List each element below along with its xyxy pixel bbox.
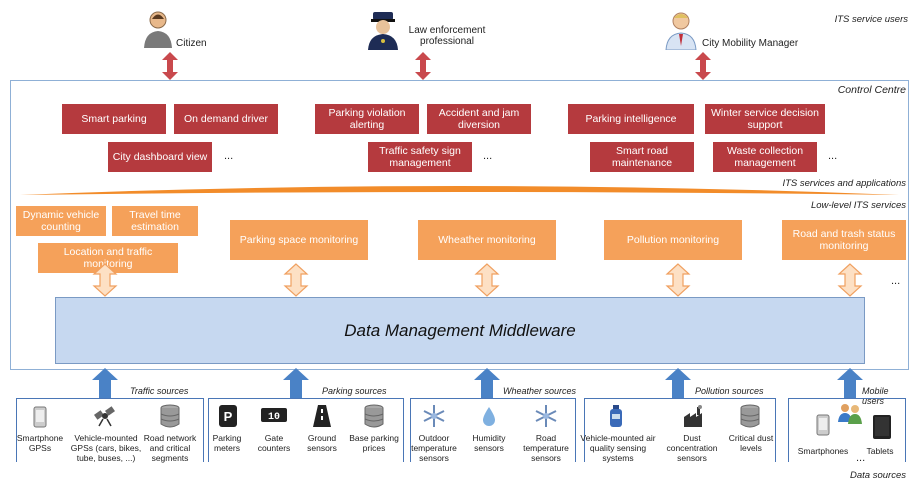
up-arrow-mobile	[837, 368, 863, 398]
manager-double-arrow	[695, 52, 711, 80]
city-mobility-manager-label: City Mobility Manager	[702, 38, 799, 49]
law-enforcement-label: Law enforcement professional	[402, 25, 492, 47]
services-ellipsis: ...	[891, 275, 901, 287]
app-waste-collection: Waste collection management	[713, 142, 817, 172]
app-accident-jam: Accident and jam diversion	[427, 104, 531, 134]
source-vehicle-gps: Vehicle-mounted GPSs (cars, bikes, tube,…	[70, 433, 142, 463]
mobile-users-icon	[838, 404, 862, 424]
dust-factory-icon	[684, 405, 702, 427]
mobile-sources-group	[788, 398, 906, 462]
control-centre-frame	[10, 80, 909, 370]
traffic-sources-label: Traffic sources	[130, 386, 189, 396]
parking-meter-icon: P	[219, 405, 237, 427]
app-smart-parking: Smart parking	[62, 104, 166, 134]
tablet-icon	[873, 415, 891, 439]
parking-sources-label: Parking sources	[322, 386, 387, 396]
up-arrow-pollution	[665, 368, 691, 398]
gate-counter-display: 10	[268, 412, 280, 422]
service-parking-space: Parking space monitoring	[230, 220, 368, 260]
up-arrow-traffic	[92, 368, 118, 398]
service-weather: Wheather monitoring	[418, 220, 556, 260]
source-outdoor-temp: Outdoor temperature sensors	[411, 433, 457, 463]
source-critical-dust: Critical dust levels	[728, 433, 774, 453]
double-arrow-road	[837, 263, 863, 297]
control-centre-label: Control Centre	[837, 84, 906, 96]
ground-sensor-icon	[313, 405, 331, 427]
source-arrows	[92, 368, 863, 398]
pollution-sources-label: Pollution sources	[695, 386, 764, 396]
humidity-droplet-icon	[483, 407, 495, 426]
police-officer-icon	[368, 12, 398, 50]
source-tablets: Tablets	[866, 446, 894, 456]
source-gate-counters: Gate counters	[257, 433, 291, 453]
road-network-database-icon	[160, 404, 180, 428]
apps-ellipsis-3: ...	[828, 150, 838, 162]
source-smartphones: Smartphones	[797, 446, 849, 456]
source-dust: Dust concentration sensors	[666, 433, 718, 463]
its-services-apps-label: ITS services and applications	[782, 178, 906, 189]
app-city-dashboard: City dashboard view	[108, 142, 212, 172]
source-ground-sensors: Ground sensors	[307, 433, 337, 453]
double-arrow-weather	[474, 263, 500, 297]
app-traffic-sign: Traffic safety sign management	[368, 142, 472, 172]
source-parking-meters: Parking meters	[212, 433, 242, 453]
layer-separator	[20, 186, 899, 195]
app-smart-road: Smart road maintenance	[590, 142, 694, 172]
data-management-middleware: Data Management Middleware	[55, 297, 865, 364]
apps-ellipsis-1: ...	[224, 150, 234, 162]
law-enforcement-line2: professional	[420, 36, 474, 47]
citizen-icon	[144, 11, 172, 48]
source-base-parking: Base parking prices	[349, 433, 399, 453]
app-parking-intelligence: Parking intelligence	[568, 104, 694, 134]
weather-sources-label: Wheather sources	[503, 386, 577, 396]
apps-ellipsis-2: ...	[483, 150, 493, 162]
sources-ellipsis: ...	[856, 452, 866, 464]
double-arrow-pollution	[665, 263, 691, 297]
manager-icon	[665, 12, 697, 50]
app-parking-violation: Parking violation alerting	[315, 104, 419, 134]
law-enforcement-line1: Law enforcement	[408, 25, 486, 36]
source-road-temp: Road temperature sensors	[523, 433, 569, 463]
smartphone-gps-icon	[33, 406, 47, 428]
traffic-sources-group	[16, 398, 204, 462]
dust-levels-database-icon	[740, 404, 760, 428]
service-arrows	[92, 263, 863, 297]
citizen-label: Citizen	[176, 38, 207, 49]
low-level-services-label: Low-level ITS services	[810, 200, 906, 211]
service-travel-time: Travel time estimation	[112, 206, 198, 236]
svg-text:P: P	[224, 409, 233, 424]
law-double-arrow	[415, 52, 431, 80]
pollution-sources-group	[584, 398, 776, 462]
service-road-trash: Road and trash status monitoring	[782, 220, 906, 260]
service-dynamic-vehicle: Dynamic vehicle counting	[16, 206, 106, 236]
double-arrow-parking	[283, 263, 309, 297]
source-vehicle-air: Vehicle-mounted air quality sensing syst…	[580, 433, 656, 463]
outdoor-temperature-icon	[423, 405, 445, 427]
road-temperature-icon	[535, 405, 557, 427]
user-arrows	[162, 52, 711, 80]
up-arrow-parking	[283, 368, 309, 398]
app-winter-service: Winter service decision support	[705, 104, 825, 134]
source-humidity: Humidity sensors	[472, 433, 506, 453]
up-arrow-weather	[474, 368, 500, 398]
parking-prices-database-icon	[364, 404, 384, 428]
service-pollution: Pollution monitoring	[604, 220, 742, 260]
gate-counter-icon: 10	[261, 408, 287, 422]
source-road-network: Road network and critical segments	[143, 433, 197, 463]
source-smartphone-gps: Smartphone GPSs	[16, 433, 64, 453]
data-sources-label: Data sources	[850, 470, 906, 481]
smartphone-icon	[816, 414, 830, 436]
citizen-double-arrow	[162, 52, 178, 80]
air-quality-sensor-icon	[610, 405, 622, 427]
mobile-users-label: Mobile users	[862, 386, 889, 406]
double-arrow-traffic	[92, 263, 118, 297]
parking-sources-group	[208, 398, 404, 462]
app-on-demand-driver: On demand driver	[174, 104, 278, 134]
its-service-users-label: ITS service users	[834, 14, 908, 25]
weather-sources-group	[410, 398, 576, 462]
satellite-gps-icon	[94, 406, 115, 427]
